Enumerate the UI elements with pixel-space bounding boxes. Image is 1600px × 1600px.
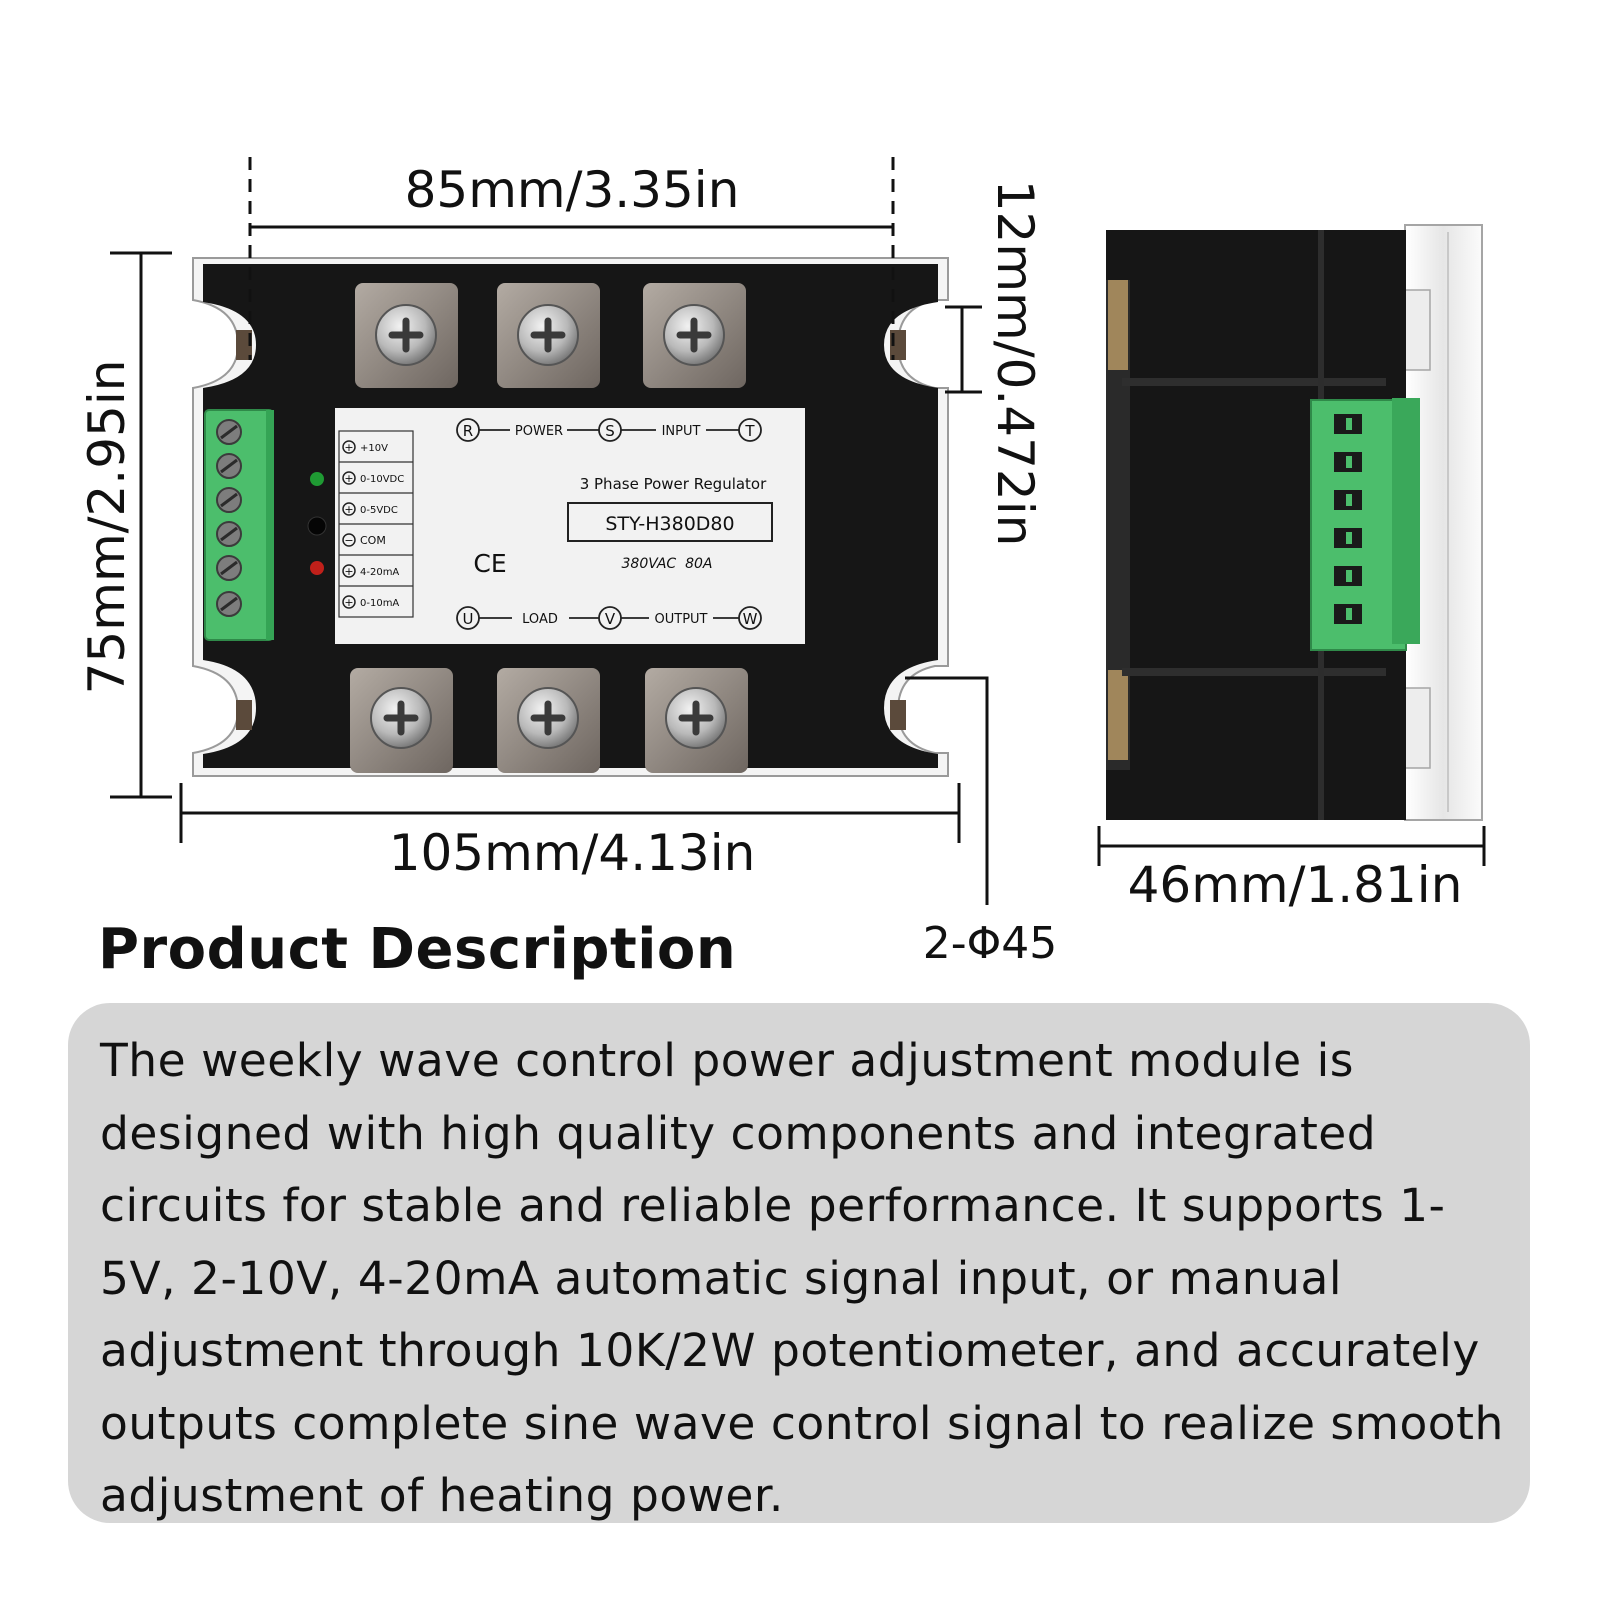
terminal-w [645, 668, 748, 773]
power-label: POWER [515, 424, 563, 439]
control-terminal-block [204, 409, 274, 641]
terminal-s [497, 283, 600, 388]
product-figure: + + + − + + +10V 0-10VDC 0-5VDC COM 4-20… [78, 157, 1486, 969]
signal-sign: + [344, 565, 353, 578]
terminal-v [497, 668, 600, 773]
potentiometer [307, 516, 327, 536]
terminal-t [643, 283, 746, 388]
signal-label: 0-10mA [360, 598, 399, 609]
input-label: INPUT [662, 424, 701, 439]
load-label: LOAD [522, 612, 558, 627]
terminal-label-v: V [605, 610, 616, 628]
terminal-label-w: W [743, 610, 758, 628]
dim-mounting-holes: 2-Φ45 [923, 918, 1058, 969]
dim-hole-offset: 12mm/0.472in [986, 180, 1044, 547]
terminal-label-t: T [744, 422, 755, 440]
terminal-label-u: U [463, 610, 474, 628]
side-view [1106, 224, 1483, 821]
description-text: The weekly wave control power adjustment… [100, 1034, 1504, 1522]
rating: 380VAC 80A [622, 556, 713, 572]
dim-depth: 46mm/1.81in [1128, 856, 1463, 914]
signal-label: 0-10VDC [360, 474, 404, 485]
terminal-r [355, 283, 458, 388]
ce-mark: CE [473, 549, 506, 578]
signal-sign: + [344, 596, 353, 609]
output-label: OUTPUT [655, 612, 708, 627]
dimension-lines [110, 157, 1486, 905]
status-led-green [310, 472, 324, 486]
mounting-hole [890, 700, 906, 730]
terminal-label-r: R [463, 422, 473, 440]
signal-sign: − [344, 534, 353, 547]
dim-bottom-width: 105mm/4.13in [389, 824, 756, 882]
signal-label: 0-5VDC [360, 505, 398, 516]
front-view: + + + − + + +10V 0-10VDC 0-5VDC COM 4-20… [192, 257, 949, 777]
label-plate: + + + − + + +10V 0-10VDC 0-5VDC COM 4-20… [335, 408, 805, 644]
terminal-label-s: S [605, 422, 615, 440]
description-panel: The weekly wave control power adjustment… [68, 1003, 1530, 1523]
signal-sign: + [344, 472, 353, 485]
model-number: STY-H380D80 [605, 513, 734, 535]
dim-height: 75mm/2.95in [78, 360, 136, 695]
product-name: 3 Phase Power Regulator [580, 475, 767, 493]
signal-label: +10V [360, 443, 388, 454]
signal-label: 4-20mA [360, 567, 399, 578]
description-title: Product Description [98, 917, 737, 982]
status-led-red [310, 561, 324, 575]
terminal-u [350, 668, 453, 773]
mounting-hole [236, 330, 252, 360]
signal-label: COM [360, 534, 386, 547]
model-box [567, 502, 773, 542]
mounting-hole [236, 700, 252, 730]
signal-sign: + [344, 503, 353, 516]
dim-top-width: 85mm/3.35in [405, 161, 740, 219]
signal-sign: + [344, 441, 353, 454]
